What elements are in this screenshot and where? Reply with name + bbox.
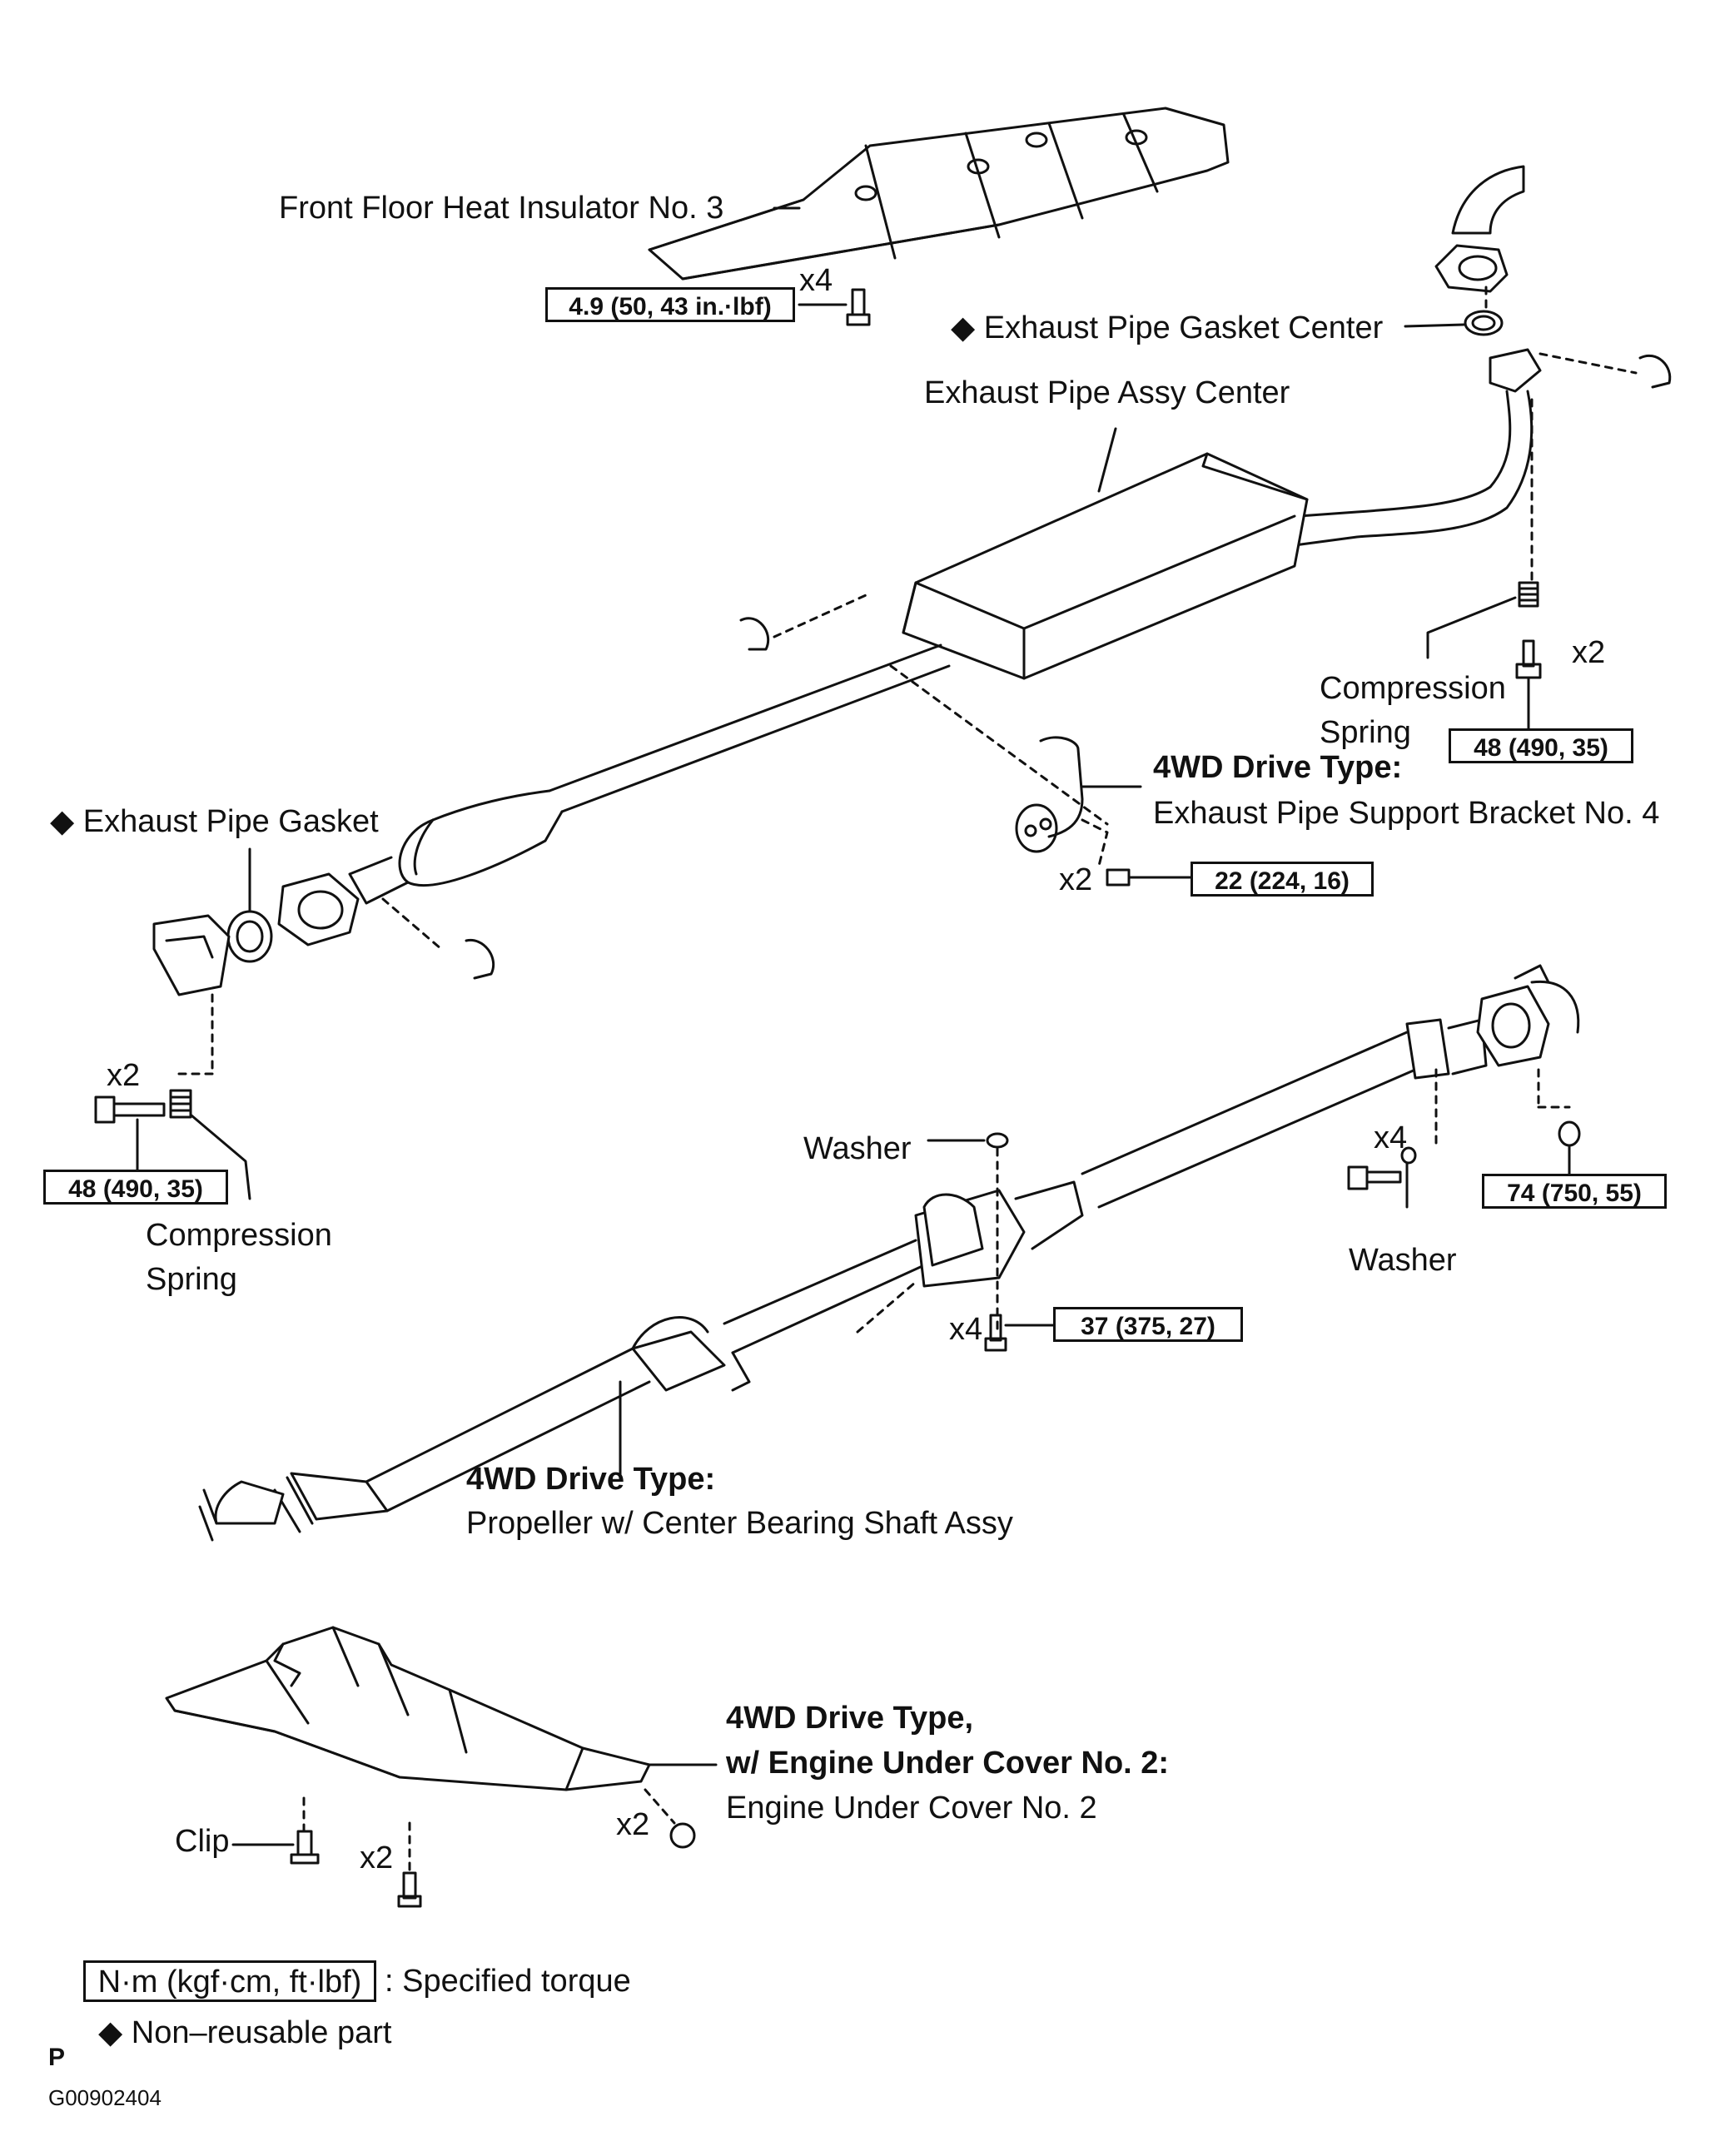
insulator-bolt-qty: x4: [799, 263, 833, 298]
leader-pipe-center: [1097, 427, 1117, 493]
front-gasket-label: ◆ Exhaust Pipe Gasket: [50, 804, 379, 839]
propeller-title: 4WD Drive Type:: [466, 1462, 716, 1497]
front-gasket: [226, 910, 273, 963]
cover-title-1: 4WD Drive Type,: [726, 1701, 974, 1736]
heat-insulator-label: Front Floor Heat Insulator No. 3: [279, 191, 724, 226]
comp-spring-rear-label: Compression: [1320, 671, 1506, 706]
washer-upper-label: Washer: [803, 1131, 912, 1166]
diamond-icon: ◆: [98, 2015, 123, 2050]
bracket-title: 4WD Drive Type:: [1153, 750, 1403, 785]
torque-rear-flange: 48 (490, 35): [1449, 728, 1633, 763]
gasket-center-ring: [1464, 310, 1504, 336]
cover-nut-qty: x2: [616, 1807, 650, 1842]
comp-spring-rear-label-2: Spring: [1320, 715, 1411, 750]
washer-lower-label: Washer: [1349, 1243, 1457, 1278]
heat-insulator-shape: [648, 107, 1230, 281]
comp-spring-front-label-2: Spring: [146, 1262, 237, 1297]
diamond-icon: ◆: [951, 310, 976, 345]
hanger-front: [465, 938, 495, 980]
diamond-icon: ◆: [50, 804, 75, 839]
page-mark: P: [48, 2044, 66, 2071]
figure-id: G00902404: [48, 2085, 162, 2110]
torque-insulator: 4.9 (50, 43 in.·lbf): [545, 287, 795, 322]
clip-label: Clip: [175, 1824, 230, 1859]
rear-flange-bolt: [1347, 1165, 1369, 1190]
exhaust-manifold-front: [152, 914, 231, 996]
insulator-bolt: [846, 288, 871, 326]
cover-title-2: w/ Engine Under Cover No. 2:: [726, 1746, 1170, 1781]
rear-washer: [1400, 1146, 1417, 1165]
legend-nonreusable: ◆ Non–reusable part: [98, 2015, 392, 2050]
engine-under-cover: [165, 1626, 651, 1791]
rear-bolt: [1522, 639, 1535, 668]
cover-nut: [669, 1822, 696, 1849]
clip-part: [296, 1830, 313, 1856]
torque-front-flange: 48 (490, 35): [43, 1170, 228, 1205]
bracket-bolt-qty: x2: [1059, 862, 1093, 897]
gasket-center-label: ◆ Exhaust Pipe Gasket Center: [951, 310, 1384, 345]
front-bolt-qty: x2: [107, 1058, 141, 1093]
flange-bolt-qty: x4: [1374, 1120, 1408, 1155]
front-flange: [277, 872, 360, 946]
center-bearing: [922, 1193, 984, 1267]
propeller-name: Propeller w/ Center Bearing Shaft Assy: [466, 1506, 1013, 1541]
cover-bolt-qty: x2: [360, 1841, 394, 1875]
rear-bolt-qty: x2: [1572, 635, 1606, 670]
comp-spring-front-label: Compression: [146, 1218, 332, 1253]
torque-rear-propeller: 74 (750, 55): [1482, 1174, 1667, 1209]
cover-bolt: [402, 1871, 417, 1900]
torque-bracket: 22 (224, 16): [1191, 862, 1374, 897]
pipe-center-label: Exhaust Pipe Assy Center: [924, 375, 1290, 410]
center-washer: [986, 1132, 1009, 1149]
center-bolt: [989, 1314, 1002, 1342]
front-pipe-catalyst: [348, 643, 951, 905]
propeller-shaft: [273, 1018, 1488, 1533]
legend-unit-box: N·m (kgf·cm, ft·lbf): [83, 1960, 376, 2002]
support-bracket: [1015, 736, 1084, 853]
rear-differential-flange: [1476, 964, 1580, 1067]
rear-nut: [1558, 1120, 1581, 1147]
bearing-bolt-qty: x4: [949, 1312, 983, 1347]
hanger-mid: [739, 617, 770, 651]
legend-unit-text: : Specified torque: [385, 1964, 631, 1999]
bracket-bolt: [1106, 868, 1131, 887]
manifold-stub: [1434, 165, 1525, 293]
bracket-name: Exhaust Pipe Support Bracket No. 4: [1153, 796, 1660, 831]
cover-name: Engine Under Cover No. 2: [726, 1791, 1097, 1826]
hanger-rear: [1638, 354, 1672, 389]
front-bolt-head: [94, 1095, 116, 1124]
torque-center-bearing: 37 (375, 27): [1053, 1307, 1243, 1342]
